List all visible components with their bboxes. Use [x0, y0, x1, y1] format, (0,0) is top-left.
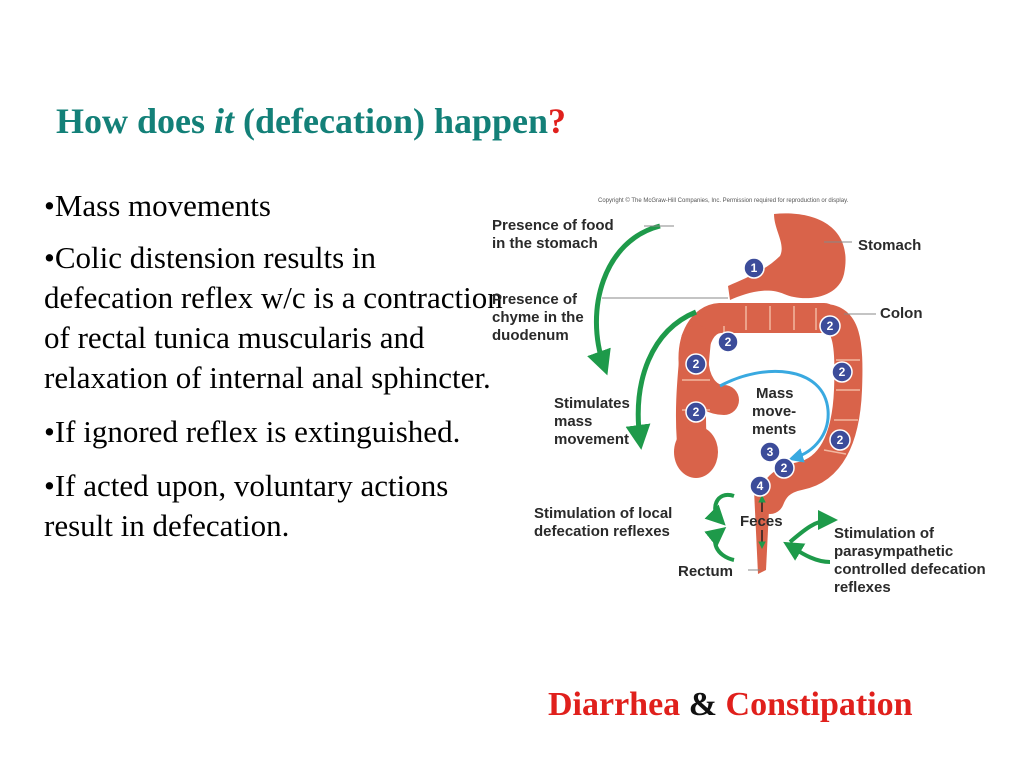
label-presence-of-chyme-2: chyme in the — [492, 309, 584, 326]
label-stimulates-3: movement — [554, 431, 629, 448]
step-number: 3 — [767, 445, 774, 459]
label-stimulates-2: mass — [554, 413, 592, 430]
footer-diarrhea: Diarrhea — [548, 686, 681, 723]
step-number: 2 — [839, 365, 846, 379]
step-marker — [759, 441, 781, 463]
bullet-list: •Mass movements •Colic distension result… — [44, 186, 504, 560]
step-marker — [773, 457, 795, 479]
title-question-mark: ? — [548, 101, 567, 141]
label-parasympathetic-1: Stimulation of — [834, 525, 935, 542]
bullet-item: •Colic distension results in defecation … — [44, 240, 503, 395]
label-stomach: Stomach — [858, 237, 921, 254]
label-colon: Colon — [880, 305, 923, 322]
defecation-reflex-diagram: Copyright © The McGraw-Hill Companies, I… — [492, 197, 986, 596]
bullet-item: •If acted upon, voluntary actions result… — [44, 468, 449, 543]
label-parasympathetic-4: reflexes — [834, 579, 891, 596]
slide-title: How does it (defecation) happen? — [56, 100, 566, 142]
step-marker — [717, 331, 739, 353]
step-number: 2 — [693, 357, 700, 371]
label-local-reflex-2: defecation reflexes — [534, 523, 670, 540]
parasympathetic-arrow — [788, 510, 838, 544]
step-marker — [819, 315, 841, 337]
label-stimulates-1: Stimulates — [554, 395, 630, 412]
step-number: 2 — [781, 461, 788, 475]
step-number: 1 — [751, 261, 758, 275]
step-marker — [829, 429, 851, 451]
mass-movement-arrow — [719, 369, 830, 463]
label-presence-of-chyme-1: Presence of — [492, 291, 578, 308]
label-presence-of-food-2: in the stomach — [492, 235, 598, 252]
step-marker — [749, 475, 771, 497]
local-reflex-arrow-lower — [704, 526, 735, 562]
label-mass-1: Mass — [756, 385, 794, 402]
label-parasympathetic-2: parasympathetic — [834, 543, 953, 560]
label-local-reflex-1: Stimulation of local — [534, 505, 672, 522]
step-markers: 1 2 2 2 2 2 2 2 3 4 — [685, 257, 853, 497]
step-number: 2 — [725, 335, 732, 349]
leader-lines — [602, 225, 876, 571]
food-reflex-arrow — [587, 223, 661, 376]
label-mass-3: ments — [752, 421, 796, 438]
step-number: 2 — [693, 405, 700, 419]
step-marker — [831, 361, 853, 383]
label-mass-2: move- — [752, 403, 796, 420]
title-prefix: How does — [56, 101, 215, 141]
label-parasympathetic-3: controlled defecation — [834, 561, 986, 578]
label-feces: Feces — [740, 513, 783, 530]
step-number: 4 — [757, 479, 764, 493]
footer-constipation: Constipation — [725, 686, 913, 723]
title-italic-word: it — [214, 101, 235, 141]
local-reflex-arrow — [704, 492, 735, 526]
step-marker — [685, 401, 707, 423]
label-presence-of-food-1: Presence of food — [492, 217, 614, 234]
chyme-reflex-arrow — [625, 309, 697, 450]
bullet-item: •Mass movements — [44, 188, 271, 223]
title-suffix: (defecation) happen — [234, 101, 549, 141]
label-rectum: Rectum — [678, 563, 733, 580]
copyright-notice: Copyright © The McGraw-Hill Companies, I… — [598, 197, 849, 204]
label-presence-of-chyme-3: duodenum — [492, 327, 569, 344]
step-marker — [743, 257, 765, 279]
step-marker — [685, 353, 707, 375]
bullet-item: •If ignored reflex is extinguished. — [44, 414, 461, 449]
footer-ampersand: & — [688, 686, 718, 723]
parasympathetic-arrow-lower — [783, 541, 831, 564]
footer-topics: Diarrhea & Constipation — [548, 686, 913, 724]
step-number: 2 — [827, 319, 834, 333]
step-number: 2 — [837, 433, 844, 447]
